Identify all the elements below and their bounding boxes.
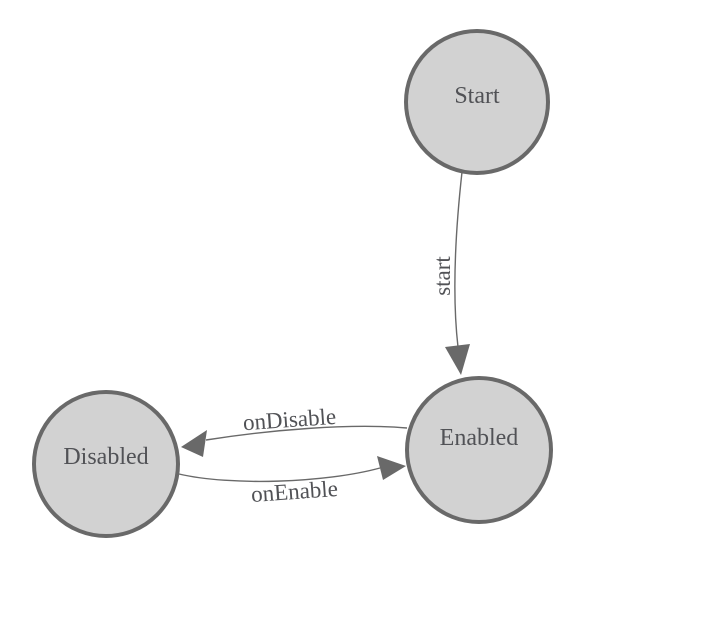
node-enabled: Enabled — [405, 376, 553, 524]
node-start-label: Start — [454, 83, 500, 109]
edge-label-start: start — [430, 256, 455, 296]
edge-label-ondisable: onDisable — [242, 404, 337, 435]
node-disabled-label: Disabled — [63, 444, 148, 470]
node-enabled-label: Enabled — [440, 425, 519, 451]
arrowhead-to-disabled-icon — [181, 430, 207, 457]
node-enabled-circle — [405, 376, 553, 524]
node-disabled: Disabled — [32, 390, 180, 538]
node-disabled-circle — [32, 390, 180, 538]
arrowhead-to-enabled-top-icon — [445, 344, 470, 375]
edge-label-onenable: onEnable — [250, 476, 338, 507]
edge-disabled-to-enabled-line — [178, 467, 381, 483]
edge-start-to-enabled-line — [454, 171, 463, 348]
edge-enabled-to-disabled-line — [205, 425, 408, 441]
node-start-circle — [404, 29, 550, 175]
edge-enabled-to-disabled: onDisable — [181, 404, 408, 457]
edge-start-to-enabled: start — [430, 171, 470, 375]
edge-disabled-to-enabled: onEnable — [178, 456, 406, 507]
arrowhead-to-enabled-left-icon — [377, 456, 406, 480]
node-start: Start — [404, 29, 550, 175]
